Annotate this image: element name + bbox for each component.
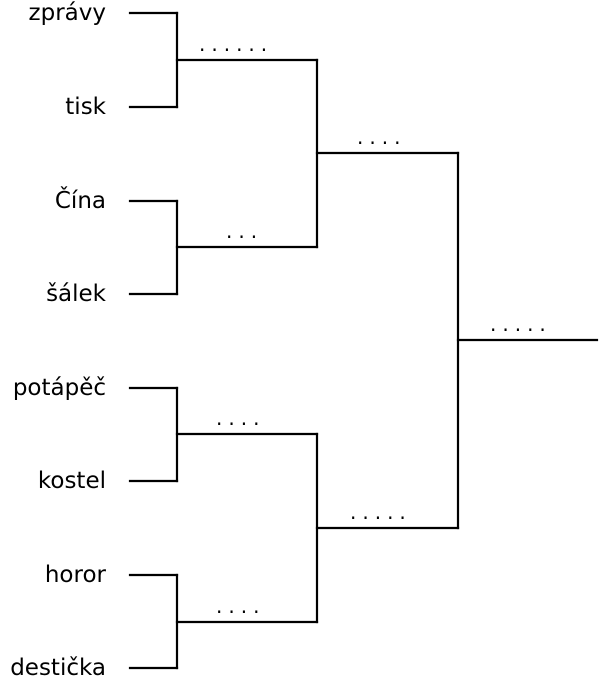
word-7: horor [44,562,106,588]
word-4: šálek [46,281,106,307]
word-5: potápěč [12,375,106,401]
word-6: kostel [37,468,106,494]
blank-pair-1: ...... [199,32,274,56]
word-8: destička [10,655,106,681]
blank-semi-1: .... [357,125,407,149]
word-2: tisk [65,94,106,120]
blank-pair-4: .... [216,594,266,618]
blank-semi-2: ..... [350,500,412,524]
word-3: Čína [54,188,106,214]
word-1: zprávy [28,0,106,26]
blank-pair-2: ... [226,219,264,243]
blank-final: ..... [490,312,552,336]
blank-pair-3: .... [216,406,266,430]
